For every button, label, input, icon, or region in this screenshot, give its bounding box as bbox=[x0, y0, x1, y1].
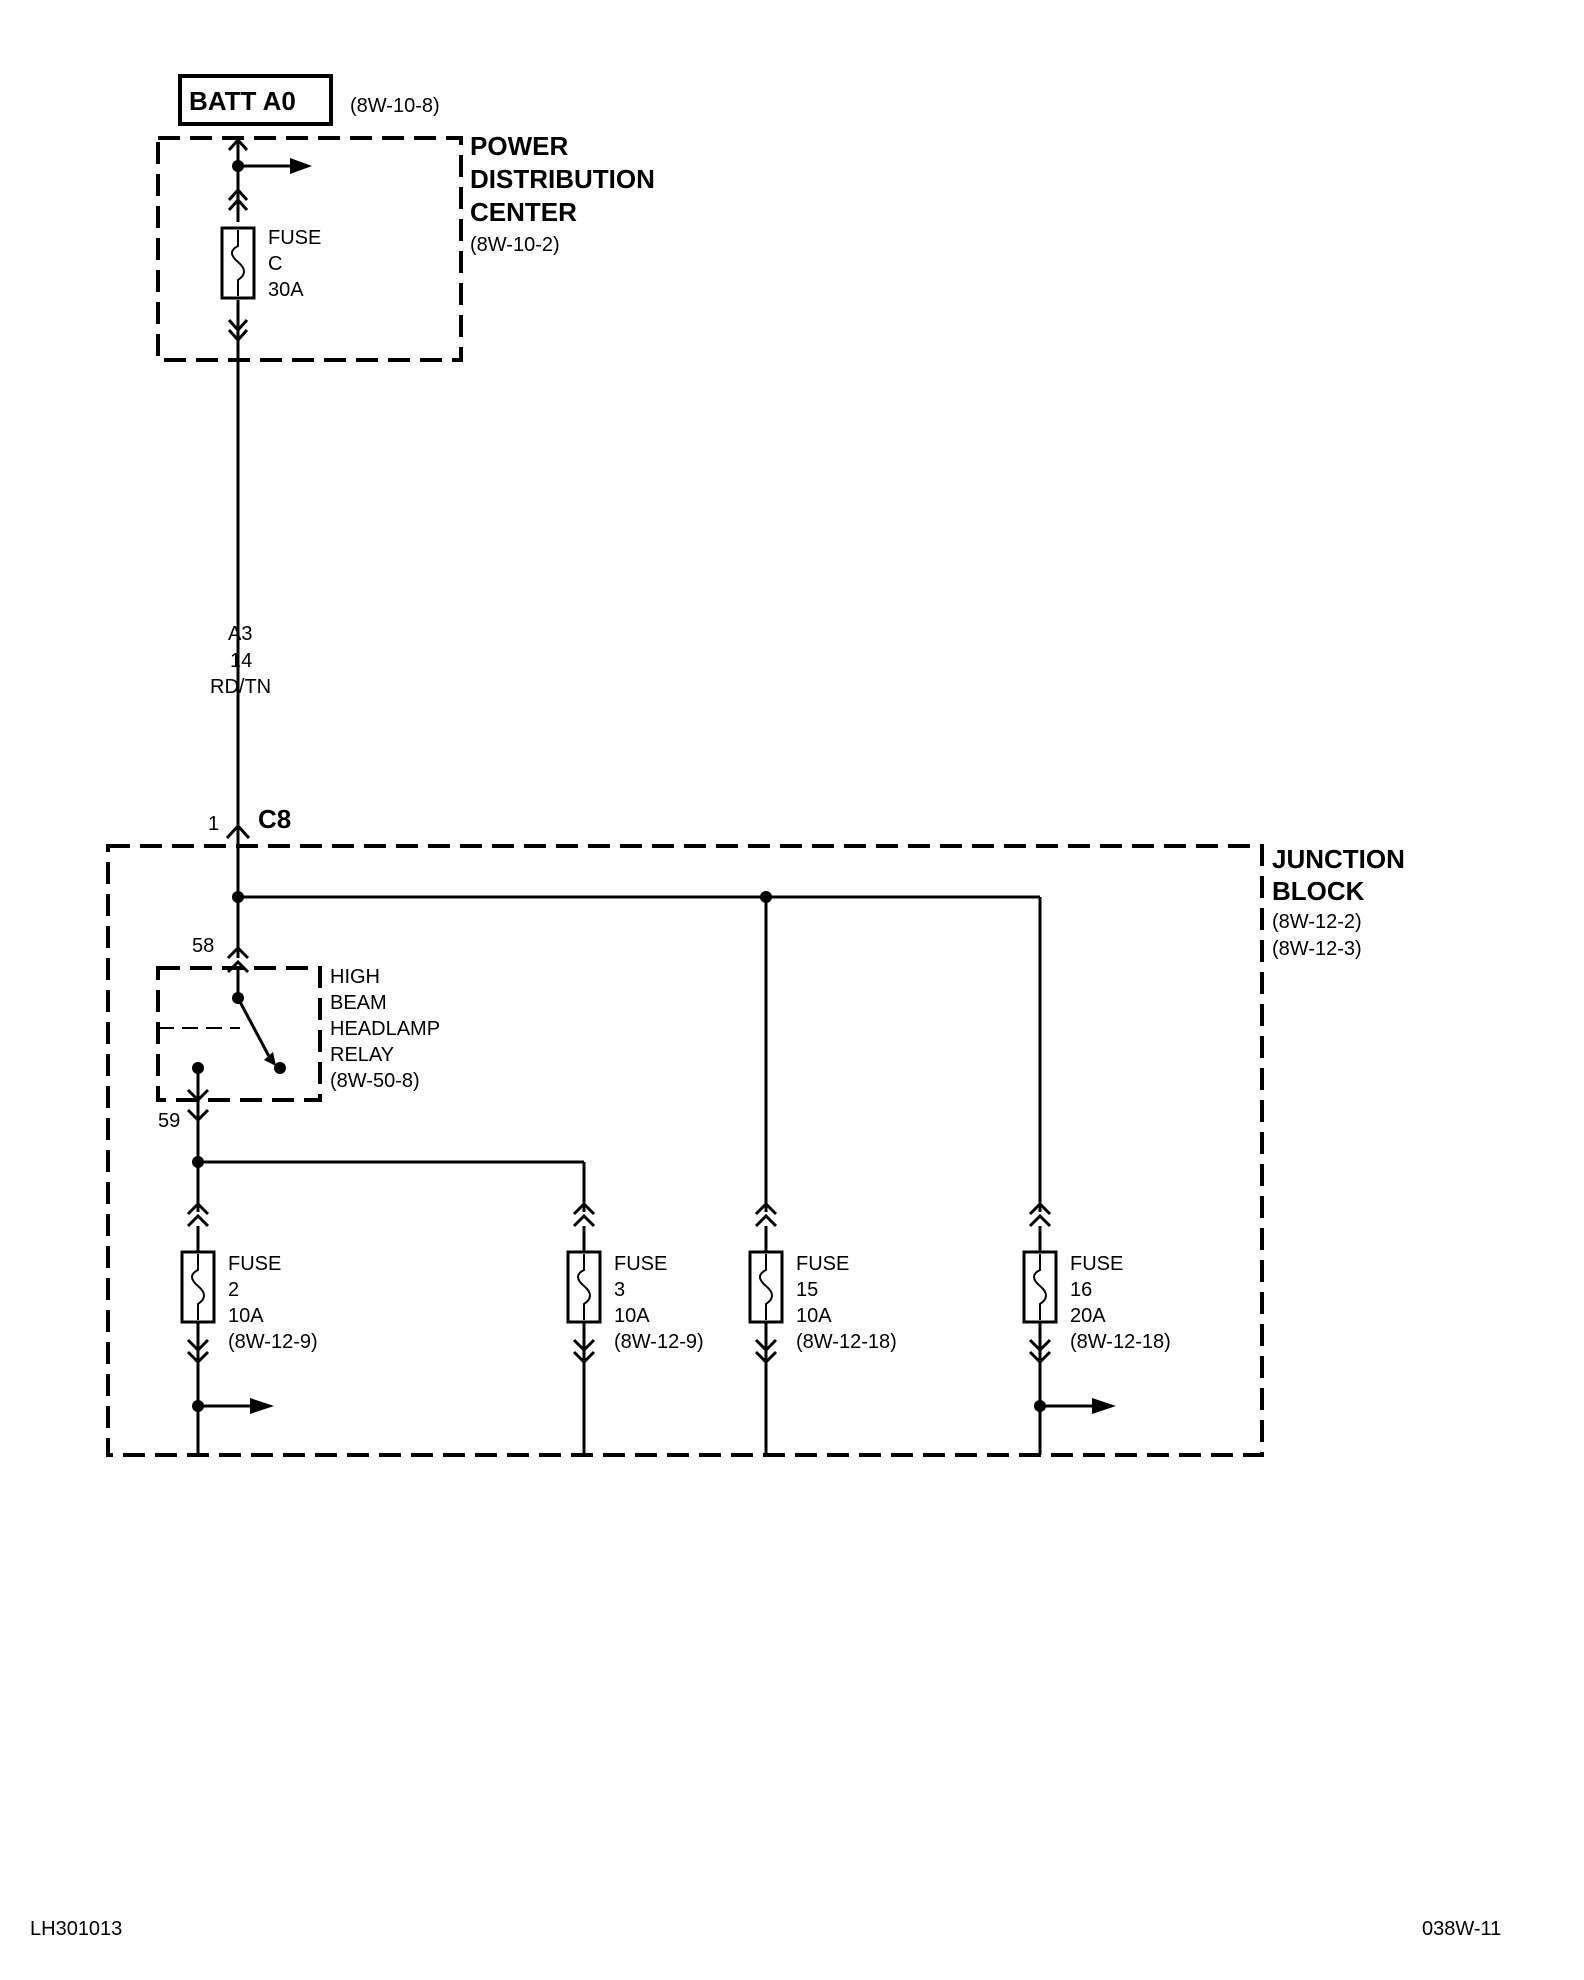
high-beam-relay: 58 59 HIGH BEAM HEADLAMP RELAY (8W-50-8) bbox=[156, 935, 440, 1132]
fuse-15-line-4: (8W-12-18) bbox=[796, 1331, 897, 1353]
relay-line-5: (8W-50-8) bbox=[330, 1070, 420, 1092]
wire-gauge: 14 bbox=[230, 650, 252, 672]
relay-line-3: HEADLAMP bbox=[330, 1018, 440, 1040]
fuse-15-line-2: 15 bbox=[796, 1279, 818, 1301]
connector-name: C8 bbox=[258, 804, 291, 834]
fuse-16-line-2: 16 bbox=[1070, 1279, 1092, 1301]
fuse-3-line-2: 3 bbox=[614, 1279, 625, 1301]
fuse-15-line-1: FUSE bbox=[796, 1253, 849, 1275]
fuse-2: FUSE 2 10A (8W-12-9) bbox=[180, 1201, 318, 1455]
fuse-c-line-3: 30A bbox=[268, 279, 304, 301]
main-feed-wire bbox=[227, 137, 312, 832]
wire-circuit: A3 bbox=[228, 623, 252, 645]
arrow-right-icon bbox=[290, 158, 312, 174]
jb-ref-1: (8W-12-2) bbox=[1272, 911, 1362, 933]
connector-pin: 1 bbox=[208, 813, 219, 835]
arrow-right-icon bbox=[250, 1398, 274, 1414]
relay-pin-58: 58 bbox=[192, 935, 214, 957]
fuse-3-line-4: (8W-12-9) bbox=[614, 1331, 704, 1353]
relay-line-1: HIGH bbox=[330, 966, 380, 988]
fuse-3: FUSE 3 10A (8W-12-9) bbox=[566, 1201, 704, 1455]
fuse-3-line-3: 10A bbox=[614, 1305, 650, 1327]
fuse-15: FUSE 15 10A (8W-12-18) bbox=[748, 1201, 897, 1455]
fuse-2-line-3: 10A bbox=[228, 1305, 264, 1327]
fuse-3-line-1: FUSE bbox=[614, 1253, 667, 1275]
fuse-15-line-3: 10A bbox=[796, 1305, 832, 1327]
batt-source: BATT A0 (8W-10-8) bbox=[178, 74, 440, 126]
fuse-16: FUSE 16 20A (8W-12-18) bbox=[1022, 1201, 1171, 1455]
jb-title-2: BLOCK bbox=[1272, 876, 1365, 906]
fuse-2-line-2: 2 bbox=[228, 1279, 239, 1301]
batt-ref: (8W-10-8) bbox=[350, 95, 440, 117]
fuse-16-line-1: FUSE bbox=[1070, 1253, 1123, 1275]
fuse-c-line-2: C bbox=[268, 253, 282, 275]
pdc-title-2: DISTRIBUTION bbox=[470, 164, 655, 194]
fuse-c-line-1: FUSE bbox=[268, 227, 321, 249]
relay-line-4: RELAY bbox=[330, 1044, 394, 1066]
arrow-right-icon bbox=[1092, 1398, 1116, 1414]
relay-pin-59: 59 bbox=[158, 1110, 180, 1132]
fuse-2-line-4: (8W-12-9) bbox=[228, 1331, 318, 1353]
jb-title-1: JUNCTION bbox=[1272, 844, 1405, 874]
fuse-16-line-4: (8W-12-18) bbox=[1070, 1331, 1171, 1353]
wire-label: A3 14 RD/TN bbox=[210, 623, 271, 698]
pdc-ref: (8W-10-2) bbox=[470, 234, 560, 256]
relay-output-bus bbox=[192, 1128, 586, 1212]
fuse-2-line-1: FUSE bbox=[228, 1253, 281, 1275]
pdc-title-3: CENTER bbox=[470, 197, 577, 227]
pdc-title-1: POWER bbox=[470, 131, 568, 161]
batt-label: BATT A0 bbox=[189, 86, 296, 116]
power-distribution-center: POWER DISTRIBUTION CENTER (8W-10-2) bbox=[156, 131, 655, 362]
pdc-fuse-c: FUSE C 30A bbox=[220, 226, 321, 301]
footer-right: 038W-11 bbox=[1422, 1918, 1501, 1940]
wire-color: RD/TN bbox=[210, 676, 271, 698]
jb-ref-2: (8W-12-3) bbox=[1272, 938, 1362, 960]
junction-block: JUNCTION BLOCK (8W-12-2) (8W-12-3) bbox=[106, 844, 1405, 1457]
footer-left: LH301013 bbox=[30, 1918, 122, 1940]
relay-line-2: BEAM bbox=[330, 992, 387, 1014]
fuse-16-line-3: 20A bbox=[1070, 1305, 1106, 1327]
jb-bus bbox=[232, 832, 1042, 1212]
connector-c8: 1 C8 bbox=[208, 804, 291, 840]
